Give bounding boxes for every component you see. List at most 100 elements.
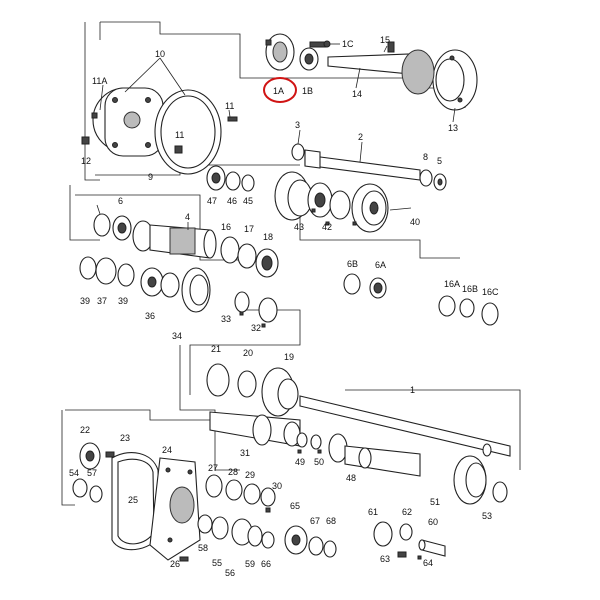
- flange-13: [401, 49, 478, 111]
- label-16a: 16A: [444, 279, 460, 289]
- label-36: 36: [145, 311, 155, 321]
- label-12: 12: [81, 156, 91, 166]
- label-54: 54: [69, 468, 79, 478]
- label-51: 51: [430, 497, 440, 507]
- label-62: 62: [402, 507, 412, 517]
- label-16b: 16B: [462, 284, 478, 294]
- label-21: 21: [211, 344, 221, 354]
- label-65: 65: [290, 501, 300, 511]
- label-61: 61: [368, 507, 378, 517]
- label-53: 53: [482, 511, 492, 521]
- label-40: 40: [410, 217, 420, 227]
- retainer-1a: [265, 33, 295, 71]
- output-shaft-14: [327, 41, 411, 75]
- label-47: 47: [207, 196, 217, 206]
- bearing-1b: [299, 47, 319, 71]
- label-49: 49: [295, 457, 305, 467]
- label-34: 34: [172, 331, 182, 341]
- gear-51-53: [453, 455, 508, 505]
- gasket: [154, 89, 222, 175]
- label-6a: 6A: [375, 260, 386, 270]
- label-17: 17: [244, 224, 254, 234]
- parts-27-28-29-30: [205, 474, 276, 513]
- label-67: 67: [310, 516, 320, 526]
- label-11-top: 11: [225, 101, 234, 111]
- label-25: 25: [128, 495, 138, 505]
- gasket-23: [111, 452, 161, 551]
- label-48: 48: [346, 473, 356, 483]
- gear-34: [181, 267, 211, 313]
- label-33: 33: [221, 314, 231, 324]
- gear-cover-plate: [92, 87, 164, 157]
- label-19: 19: [284, 352, 294, 362]
- label-50: 50: [314, 457, 324, 467]
- seals-22-54-57: [72, 442, 115, 503]
- label-66: 66: [261, 559, 271, 569]
- label-43: 43: [294, 222, 304, 232]
- shaft-2: [304, 149, 421, 181]
- label-1a: 1A: [273, 86, 284, 96]
- parts-16a-16b-16c: [438, 295, 499, 326]
- label-6b: 6B: [347, 259, 358, 269]
- label-16: 16: [221, 222, 231, 232]
- cluster-gears-43-42-40: [274, 171, 389, 233]
- label-11a: 11A: [92, 76, 107, 86]
- washers-33-32: [234, 291, 278, 328]
- label-55: 55: [212, 558, 222, 568]
- label-11-mid: 11: [175, 130, 184, 140]
- label-24: 24: [162, 445, 172, 455]
- label-60: 60: [428, 517, 438, 527]
- leader-lines: [96, 43, 456, 230]
- label-46: 46: [227, 196, 237, 206]
- label-30: 30: [272, 481, 282, 491]
- label-5: 5: [437, 156, 442, 166]
- rings-21-20: [206, 363, 257, 398]
- label-10: 10: [155, 49, 165, 59]
- label-28: 28: [228, 467, 238, 477]
- label-18: 18: [263, 232, 273, 242]
- label-45: 45: [243, 196, 253, 206]
- gear-48: [328, 433, 421, 477]
- countershaft-31: [209, 411, 301, 447]
- label-64: 64: [423, 558, 433, 568]
- label-26: 26: [170, 559, 180, 569]
- label-42: 42: [322, 222, 332, 232]
- parts-61-62-63-60-64: [373, 521, 446, 560]
- label-1c: 1C: [342, 39, 354, 49]
- label-23: 23: [120, 433, 130, 443]
- label-4: 4: [185, 212, 190, 222]
- washer-5: [433, 173, 447, 191]
- label-13: 13: [448, 123, 458, 133]
- label-14: 14: [352, 89, 362, 99]
- bearing-set-47-46-45: [206, 165, 255, 192]
- cover-bolts: [81, 112, 238, 154]
- label-22: 22: [80, 425, 90, 435]
- label-29: 29: [245, 470, 255, 480]
- label-37: 37: [97, 296, 107, 306]
- label-63: 63: [380, 554, 390, 564]
- label-59: 59: [245, 559, 255, 569]
- parts-49-50: [296, 432, 322, 454]
- bearings-39-37-39-36: [79, 256, 180, 298]
- label-39-left: 39: [80, 296, 90, 306]
- gear-19: [261, 367, 299, 417]
- label-1: 1: [410, 385, 415, 395]
- main-shaft-4: [132, 220, 217, 259]
- label-1b: 1B: [302, 86, 313, 96]
- snap-ring-3: [291, 143, 305, 161]
- highlight-circle-1a: [263, 77, 297, 103]
- label-16c: 16C: [482, 287, 499, 297]
- label-56: 56: [225, 568, 235, 578]
- label-8: 8: [423, 152, 428, 162]
- label-68: 68: [326, 516, 336, 526]
- label-31: 31: [240, 448, 250, 458]
- label-9: 9: [148, 172, 153, 182]
- retainer-1c-bolt: [309, 40, 331, 48]
- housing-24: [149, 457, 201, 561]
- gears-16-17-18: [220, 236, 279, 278]
- label-6: 6: [118, 196, 123, 206]
- label-3: 3: [295, 120, 300, 130]
- label-32: 32: [251, 323, 261, 333]
- label-39-right: 39: [118, 296, 128, 306]
